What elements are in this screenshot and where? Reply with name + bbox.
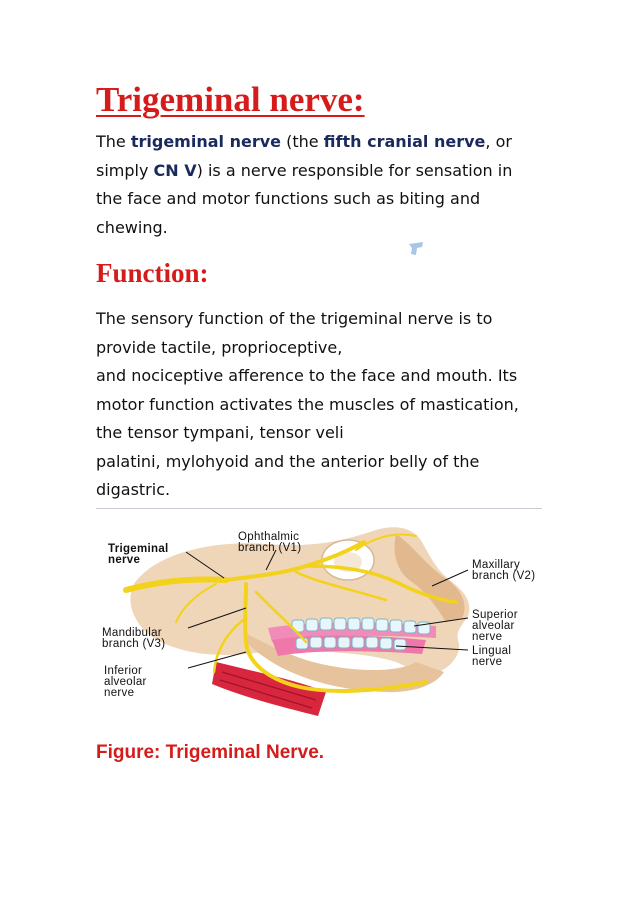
trigeminal-nerve-figure: Trigeminal nerve Ophthalmic branch (V1) …: [96, 522, 566, 718]
function-line: digastric.: [96, 480, 171, 499]
function-paragraph: The sensory function of the trigeminal n…: [96, 305, 566, 505]
figure-caption: Figure: Trigeminal Nerve.: [96, 742, 325, 763]
anatomy-illustration: [123, 527, 470, 716]
decorative-mark: [409, 242, 423, 255]
label-pointers: [185, 549, 469, 669]
intro-line-3: the face and motor functions such as bit…: [96, 189, 481, 208]
function-line: and nociceptive afference to the face an…: [96, 366, 518, 385]
mylohyoid-muscle: [212, 662, 326, 716]
intro-line-2: simply CN V) is a nerve responsible for …: [96, 160, 513, 180]
label-superior-alveolar-nerve: Superior alveolar nerve: [472, 609, 518, 643]
label-ophthalmic-branch: Ophthalmic branch (V1): [238, 531, 302, 554]
function-line: the tensor tympani, tensor veli: [96, 423, 344, 442]
section-divider: [96, 508, 542, 509]
function-heading: Function:: [96, 258, 209, 288]
function-line: palatini, mylohyoid and the anterior bel…: [96, 451, 480, 471]
intro-line-4: chewing.: [96, 217, 168, 237]
nerve-branches: [123, 533, 458, 693]
label-mandibular-branch: Mandibular branch (V3): [102, 627, 166, 650]
term-cn-v: CN V: [153, 160, 197, 180]
term-trigeminal-nerve: trigeminal nerve: [130, 132, 281, 151]
page-title: Trigeminal nerve:: [96, 80, 365, 119]
mandible-bone: [246, 634, 444, 693]
term-fifth-cranial-nerve: fifth cranial nerve: [323, 132, 486, 151]
function-line: The sensory function of the trigeminal n…: [96, 309, 493, 328]
function-line: motor function activates the muscles of …: [96, 394, 519, 414]
function-line: provide tactile, proprioceptive,: [96, 337, 343, 357]
label-maxillary-branch: Maxillary branch (V2): [472, 559, 536, 582]
label-inferior-alveolar-nerve: Inferior alveolar nerve: [104, 665, 147, 699]
intro-paragraph: The trigeminal nerve (the fifth cranial …: [96, 128, 566, 242]
label-trigeminal-nerve: Trigeminal nerve: [108, 543, 169, 566]
intro-line-1: The trigeminal nerve (the fifth cranial …: [96, 132, 512, 151]
label-lingual-nerve: Lingual nerve: [472, 645, 512, 668]
